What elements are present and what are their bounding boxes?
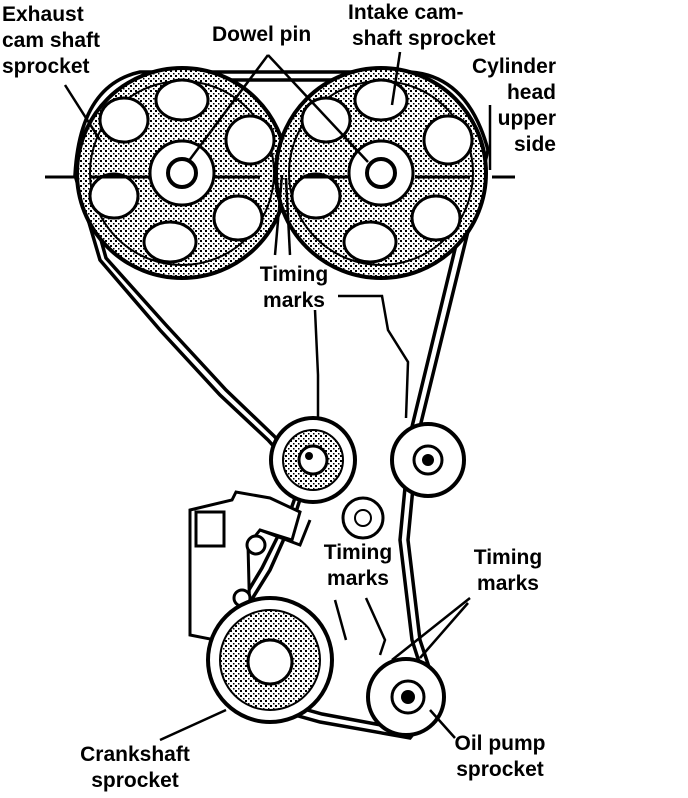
small-idler <box>341 496 385 540</box>
leader-lines <box>63 51 492 742</box>
label-timing-mid-2: marks <box>327 567 389 590</box>
label-timing-right-1: Timing <box>473 546 543 569</box>
label-cylinder-1: Cylinder <box>471 55 556 78</box>
label-crankshaft-1: Crankshaft <box>80 743 190 766</box>
exhaust-sprocket <box>75 66 289 280</box>
label-cylinder-3: upper <box>497 107 556 130</box>
label-timing-right-2: marks <box>477 572 539 595</box>
idler-pulley-right <box>390 422 466 498</box>
label-crankshaft-2: sprocket <box>91 769 179 792</box>
label-timing-top-1: Timing <box>259 263 329 286</box>
label-exhaust-1: Exhaust <box>2 3 84 26</box>
tensioner-bracket <box>188 490 312 642</box>
label-cylinder-4: side <box>513 133 556 156</box>
label-dowel-pin: Dowel pin <box>212 23 312 46</box>
tensioner-pulley <box>269 416 357 504</box>
label-timing-top-2: marks <box>263 289 325 312</box>
label-oil-pump-1: Oil pump <box>454 732 546 755</box>
label-oil-pump-2: sprocket <box>456 758 544 781</box>
crankshaft-sprocket <box>206 596 334 724</box>
intake-sprocket <box>274 66 488 280</box>
label-exhaust-2: cam shaft <box>2 29 101 52</box>
label-timing-mid-1: Timing <box>323 541 393 564</box>
label-intake-2: shaft sprocket <box>352 27 496 50</box>
label-intake-1: Intake cam- <box>348 1 464 24</box>
label-cylinder-2: head <box>506 81 556 104</box>
oil-pump-sprocket <box>366 657 446 737</box>
label-exhaust-3: sprocket <box>2 55 90 78</box>
